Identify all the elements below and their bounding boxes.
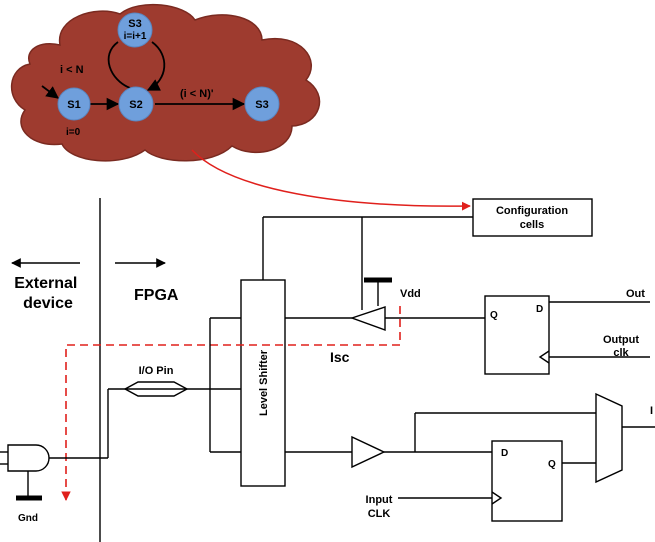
level-shifter-label: Level Shifter — [258, 349, 270, 416]
output-buffer — [349, 306, 386, 331]
multiplexer — [595, 392, 623, 484]
entry-arrow — [41, 85, 60, 99]
in-partial-label: I — [650, 405, 653, 417]
io-pin-label: I/O Pin — [139, 365, 174, 377]
state-s3-top — [117, 12, 153, 48]
flipflop-bottom — [491, 440, 563, 522]
out-label: Out — [626, 288, 645, 300]
state-s2-label: S2 — [129, 99, 142, 111]
state-s2 — [118, 86, 154, 122]
ff-top-q-label: Q — [490, 310, 498, 321]
cloud-shape — [10, 3, 321, 162]
state-s1-label: S1 — [67, 99, 80, 111]
ff-top-clk-triangle — [538, 350, 550, 364]
init-label: i=0 — [66, 127, 81, 138]
state-s3-top-label: S3 — [128, 18, 141, 30]
ff-top-d-label: D — [536, 304, 543, 315]
state-s3-right-label: S3 — [255, 99, 268, 111]
loop-condition-label: i < N — [60, 64, 84, 76]
external-label-line1: External — [14, 275, 77, 292]
exit-condition-label: (i < N)' — [180, 88, 214, 100]
flipflop-top — [484, 295, 550, 375]
fsm-cloud: S3 i=i+1 S1 S2 S3 i < N (i < N)' i=0 — [10, 3, 321, 162]
increment-label: i=i+1 — [124, 31, 147, 42]
state-s1 — [57, 87, 91, 121]
external-device-label: External device — [14, 275, 82, 312]
isc-label: Isc — [330, 349, 350, 365]
loop-arrow — [107, 41, 131, 89]
input-buffer — [351, 435, 386, 469]
callout-line — [191, 149, 471, 211]
external-label-line2: device — [23, 295, 73, 312]
ff-bottom-clk-triangle — [491, 491, 503, 505]
fpga-label: FPGA — [134, 287, 179, 304]
ff-bottom-q-label: Q — [548, 459, 556, 470]
isc-current-path — [61, 306, 401, 501]
loop-return-arrow — [146, 41, 166, 91]
external-gate — [7, 444, 50, 472]
gnd-label: Gnd — [18, 513, 38, 524]
ff-bottom-d-label: D — [501, 448, 508, 459]
state-s3-right — [244, 86, 280, 122]
level-shifter-box — [240, 279, 286, 487]
vdd-label: Vdd — [400, 288, 421, 300]
